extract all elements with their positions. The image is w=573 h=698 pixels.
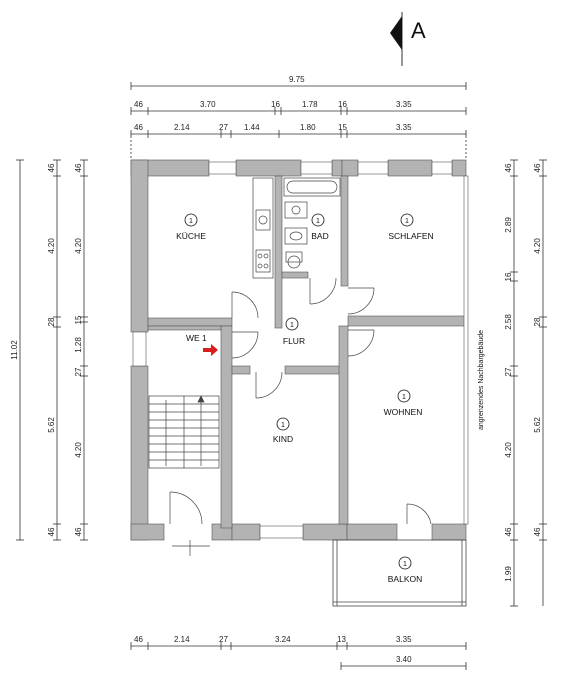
dim-top-r1: 16: [271, 100, 280, 109]
room-flur: 1 FLUR: [283, 317, 305, 346]
dim-top-r1: 3.35: [396, 100, 412, 109]
room-name: FLUR: [283, 336, 305, 346]
dim-top-r1: 1.78: [302, 100, 318, 109]
dimension-lines-top: [130, 82, 467, 160]
dim-bottom-r1: 3.24: [275, 635, 291, 644]
walls: [130, 159, 467, 541]
dimension-lines-left: [16, 159, 88, 541]
room-name: BALKON: [388, 574, 423, 584]
dim-right-c1: 46: [504, 163, 513, 172]
neighbor-label: angrenzendes Nachbargebäude: [478, 330, 485, 430]
room-kueche: 1 KÜCHE: [176, 213, 206, 241]
dim-left-c2: 27: [74, 367, 83, 376]
dim-left-c2: 1.28: [74, 337, 83, 353]
room-number: 1: [405, 218, 409, 225]
dimension-lines-right: [510, 159, 547, 607]
dim-top-r1: 3.70: [200, 100, 216, 109]
dim-left-c2: 4.20: [74, 238, 83, 254]
dim-left-c2: 4.20: [74, 442, 83, 458]
dim-right-c2: 4.20: [533, 238, 542, 254]
north-label: A: [411, 18, 426, 43]
bath-fixtures: [284, 201, 308, 269]
dim-left-c2: 46: [74, 527, 83, 536]
room-name: SCHLAFEN: [388, 231, 433, 241]
dim-bottom-r1: 2.14: [174, 635, 190, 644]
dim-top-r2: 46: [134, 123, 143, 132]
dim-bottom-r1: 13: [337, 635, 346, 644]
doors: [169, 277, 432, 525]
dim-top-r1: 16: [338, 100, 347, 109]
dim-left-total: 11.02: [10, 340, 19, 360]
room-number: 1: [403, 561, 407, 568]
room-schlafen: 1 SCHLAFEN: [388, 213, 434, 241]
dim-right-c1: 27: [504, 367, 513, 376]
dim-top-r1: 46: [134, 100, 143, 109]
dim-bottom-r1: 46: [134, 635, 143, 644]
room-balkon: 1 BALKON: [388, 556, 423, 584]
dim-left-c1: 28: [47, 317, 56, 326]
dim-bottom-r1: 27: [219, 635, 228, 644]
dim-right-c1: 46: [504, 527, 513, 536]
entrance-mat: [172, 540, 210, 556]
room-kind: 1 KIND: [273, 417, 293, 444]
balcony: [332, 539, 467, 607]
dim-right-c1: 4.20: [504, 442, 513, 458]
dimension-lines-bottom: [130, 642, 467, 670]
unit-label: WE 1: [186, 333, 207, 343]
dim-right-c2: 46: [533, 163, 542, 172]
dim-left-c1: 46: [47, 527, 56, 536]
room-name: BAD: [311, 231, 328, 241]
dim-top-total: 9.75: [289, 75, 305, 84]
dim-top-r2: 3.35: [396, 123, 412, 132]
room-number: 1: [316, 218, 320, 225]
dim-top-r2: 27: [219, 123, 228, 132]
room-bad: 1 BAD: [311, 213, 329, 241]
dim-right-c2: 5.62: [533, 417, 542, 433]
room-name: WOHNEN: [384, 407, 423, 417]
dim-right-c1: 2.58: [504, 314, 513, 330]
room-name: KÜCHE: [176, 231, 206, 241]
neighbor-wall: [463, 175, 469, 525]
bathtub: [283, 177, 341, 197]
dim-top-r2: 1.80: [300, 123, 316, 132]
dim-top-r2: 1.44: [244, 123, 260, 132]
dim-right-c2: 28: [533, 317, 542, 326]
dim-left-c1: 5.62: [47, 417, 56, 433]
room-number: 1: [281, 422, 285, 429]
room-number: 1: [402, 394, 406, 401]
room-wohnen: 1 WOHNEN: [384, 389, 423, 417]
entrance-arrow: [203, 344, 218, 356]
dim-right-c1: 1.99: [504, 566, 513, 582]
dim-top-r2: 15: [338, 123, 347, 132]
dim-left-c2: 15: [74, 315, 83, 324]
dim-right-c2: 46: [533, 527, 542, 536]
dim-top-r2: 2.14: [174, 123, 190, 132]
dim-left-c2: 46: [74, 163, 83, 172]
windows: [132, 161, 453, 539]
dim-left-c1: 46: [47, 163, 56, 172]
room-number: 1: [189, 218, 193, 225]
kitchen-counter: [252, 177, 274, 279]
room-number: 1: [290, 322, 294, 329]
stairs: [148, 395, 220, 469]
dim-bottom-r1: 3.35: [396, 635, 412, 644]
dim-right-c1: 2.89: [504, 217, 513, 233]
dim-left-c1: 4.20: [47, 238, 56, 254]
dim-right-c1: 16: [504, 272, 513, 281]
room-name: KIND: [273, 434, 293, 444]
dim-bottom-total: 3.40: [396, 655, 412, 664]
north-arrow: A: [390, 12, 426, 66]
